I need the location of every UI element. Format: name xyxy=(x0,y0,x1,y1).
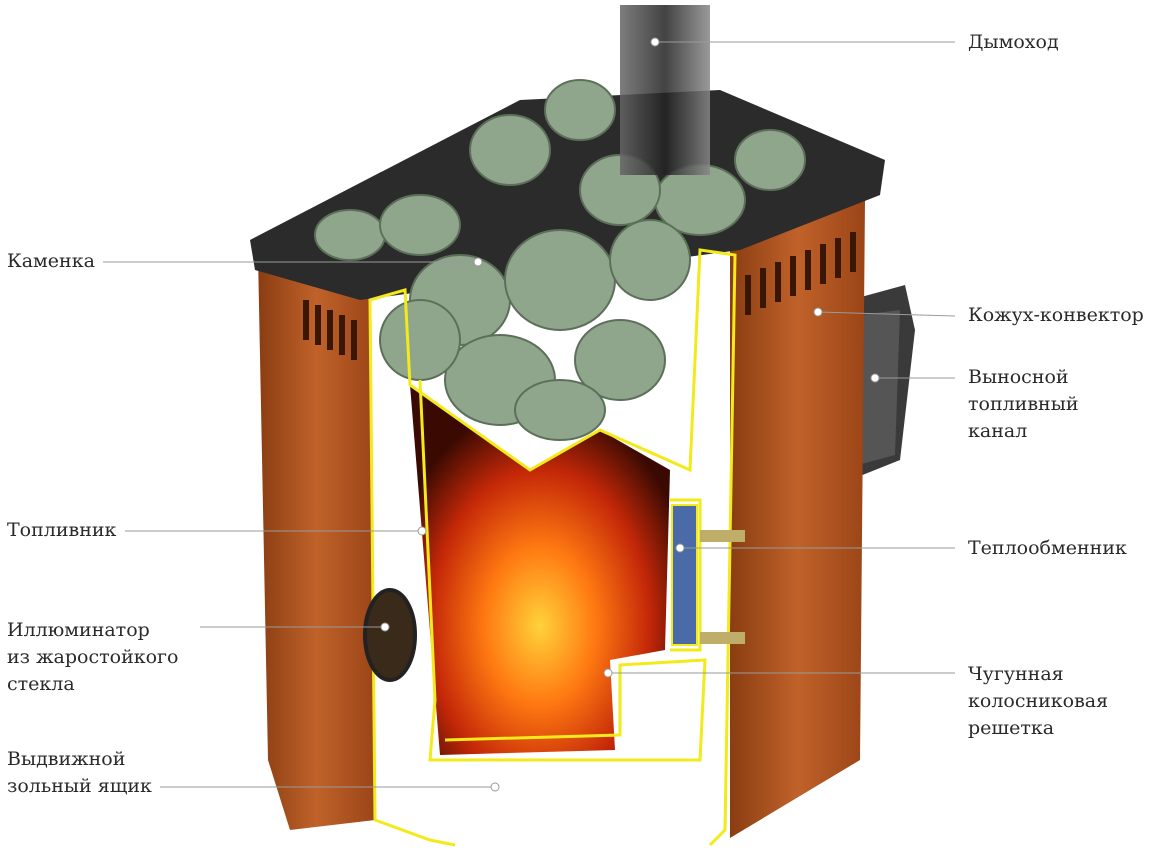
label-stone-chamber: Каменка xyxy=(7,250,95,272)
chimney-smoke xyxy=(620,5,710,175)
label-cast-iron-grate: Чугунная колосниковая решетка xyxy=(968,663,1109,739)
label-firebox: Топливник xyxy=(7,519,117,541)
section-outline xyxy=(368,248,737,847)
label-ash-drawer: Выдвижной зольный ящик xyxy=(7,748,152,797)
label-heat-exchanger: Теплообменник xyxy=(968,537,1127,559)
heat-exchanger xyxy=(671,504,745,646)
label-convector-casing: Кожух-конвектор xyxy=(968,304,1144,326)
label-porthole: Иллюминатор из жаростойкого стекла xyxy=(7,619,179,695)
porthole xyxy=(363,588,417,682)
label-chimney: Дымоход xyxy=(968,31,1059,53)
label-remote-fuel-channel: Выносной топливный канал xyxy=(968,366,1079,442)
convector-casing xyxy=(258,200,865,838)
stones xyxy=(314,79,806,441)
leader-lines xyxy=(103,37,956,792)
firebox xyxy=(410,385,670,755)
remote-fuel-channel xyxy=(850,285,915,480)
